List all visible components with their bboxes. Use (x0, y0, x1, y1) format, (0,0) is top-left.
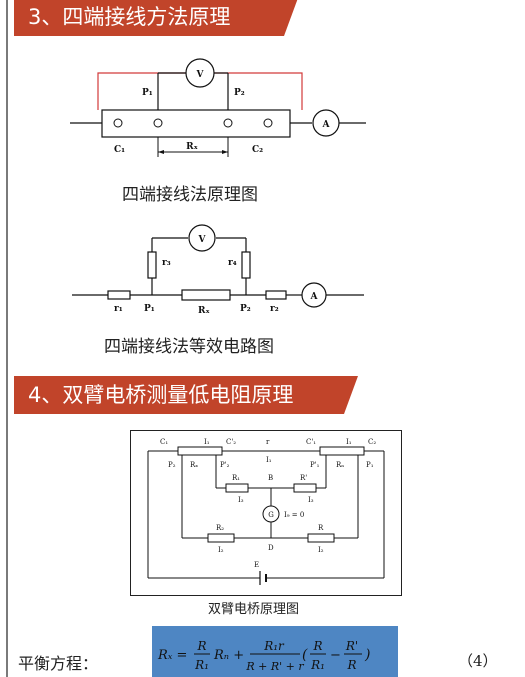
frac1-num: R (196, 639, 206, 653)
formula-rn: Rₙ + (213, 648, 244, 663)
section-4-title: 4、双臂电桥测量低电阻原理 (14, 376, 358, 414)
rprime-label: R' (300, 474, 307, 482)
section-3-title: 3、四端接线方法原理 (14, 0, 298, 36)
p1-label: P₁ (144, 304, 155, 314)
p1-label: P₁ (366, 461, 374, 469)
ammeter-label: A (310, 292, 319, 302)
e-label: E (254, 561, 259, 569)
frac1-den: R₁ (194, 658, 209, 672)
d-label: D (268, 544, 274, 552)
rx-label: Rₓ (186, 142, 198, 152)
r4-label: r₄ (228, 258, 237, 268)
fig1-caption: 四端接线法原理图 (122, 185, 258, 205)
voltmeter-label: V (198, 235, 207, 245)
balance-formula: Rₓ = R R₁ Rₙ + R₁r R + R' + r ( R R₁ − R… (152, 626, 398, 677)
i1-top2-label: I₁ (346, 438, 352, 446)
rn-label: Rₙ (336, 461, 344, 469)
r1-label: R₁ (232, 474, 240, 482)
formula-lhs: Rₓ = (157, 648, 187, 663)
paren-open: ( (302, 647, 308, 663)
p2-label: P₂ (234, 88, 245, 98)
voltmeter-icon (188, 224, 216, 252)
minus-sign: − (330, 648, 341, 663)
fig2-caption: 四端接线法等效电路图 (104, 337, 274, 357)
frac4-num: R' (345, 639, 358, 653)
b-label: B (268, 474, 273, 482)
r2-label: r₂ (270, 304, 279, 314)
double-bridge-diagram: E G I₉ = 0 C₁ I₁ C'₂ r C'₁ I₁ C₂ P₂ Rₓ P… (130, 430, 402, 596)
frac4-den: R (346, 658, 356, 672)
ammeter-label: A (322, 120, 331, 130)
p2-label: P₂ (240, 304, 251, 314)
p2-label: P₂ (168, 461, 176, 469)
balance-label: 平衡方程： (18, 654, 99, 673)
i1-mid-label: I₁ (266, 456, 272, 464)
c1-label: C₁ (160, 438, 168, 446)
c2p-label: C'₂ (226, 438, 236, 446)
c1p-label: C'₁ (306, 438, 316, 446)
voltmeter-label: V (196, 70, 205, 80)
p1-label: P₁ (142, 88, 153, 98)
r2-label: R₂ (216, 524, 224, 532)
ig-label: I₉ = 0 (284, 511, 304, 519)
frac2-den: R + R' + r (245, 660, 304, 673)
c1-label: C₁ (114, 145, 125, 155)
four-terminal-principle-diagram: V P₁ P₂ A C₁ C₂ Rₓ (70, 58, 366, 157)
fig3-caption: 双臂电桥原理图 (208, 602, 300, 617)
i2b-label: I₂ (318, 546, 324, 554)
equation-number: （4） (458, 652, 498, 670)
g-label: G (268, 511, 274, 519)
rx-label: Rₓ (198, 306, 210, 316)
frac2-num: R₁r (263, 639, 285, 653)
frac3-num: R (312, 639, 322, 653)
c2-label: C₂ (368, 438, 376, 446)
r1-label: r₁ (114, 304, 123, 314)
p2p-label: P'₂ (220, 461, 230, 469)
p1p-label: P'₁ (310, 461, 320, 469)
i3b-label: I₃ (308, 496, 314, 504)
r-label: r (266, 438, 270, 446)
r3-label: r₃ (162, 258, 171, 268)
paren-close: ) (364, 647, 370, 663)
frac3-den: R₁ (310, 658, 325, 672)
left-border-rule (6, 0, 8, 677)
i3a-label: I₃ (238, 496, 244, 504)
equivalent-circuit-diagram: V r₃ r₄ A r₁ P₁ Rₓ P₂ r₂ (72, 224, 364, 316)
i2a-label: I₂ (218, 546, 224, 554)
rr-label: R (318, 524, 324, 532)
c2-label: C₂ (252, 145, 263, 155)
i1-top-label: I₁ (204, 438, 210, 446)
rx-label: Rₓ (190, 461, 198, 469)
